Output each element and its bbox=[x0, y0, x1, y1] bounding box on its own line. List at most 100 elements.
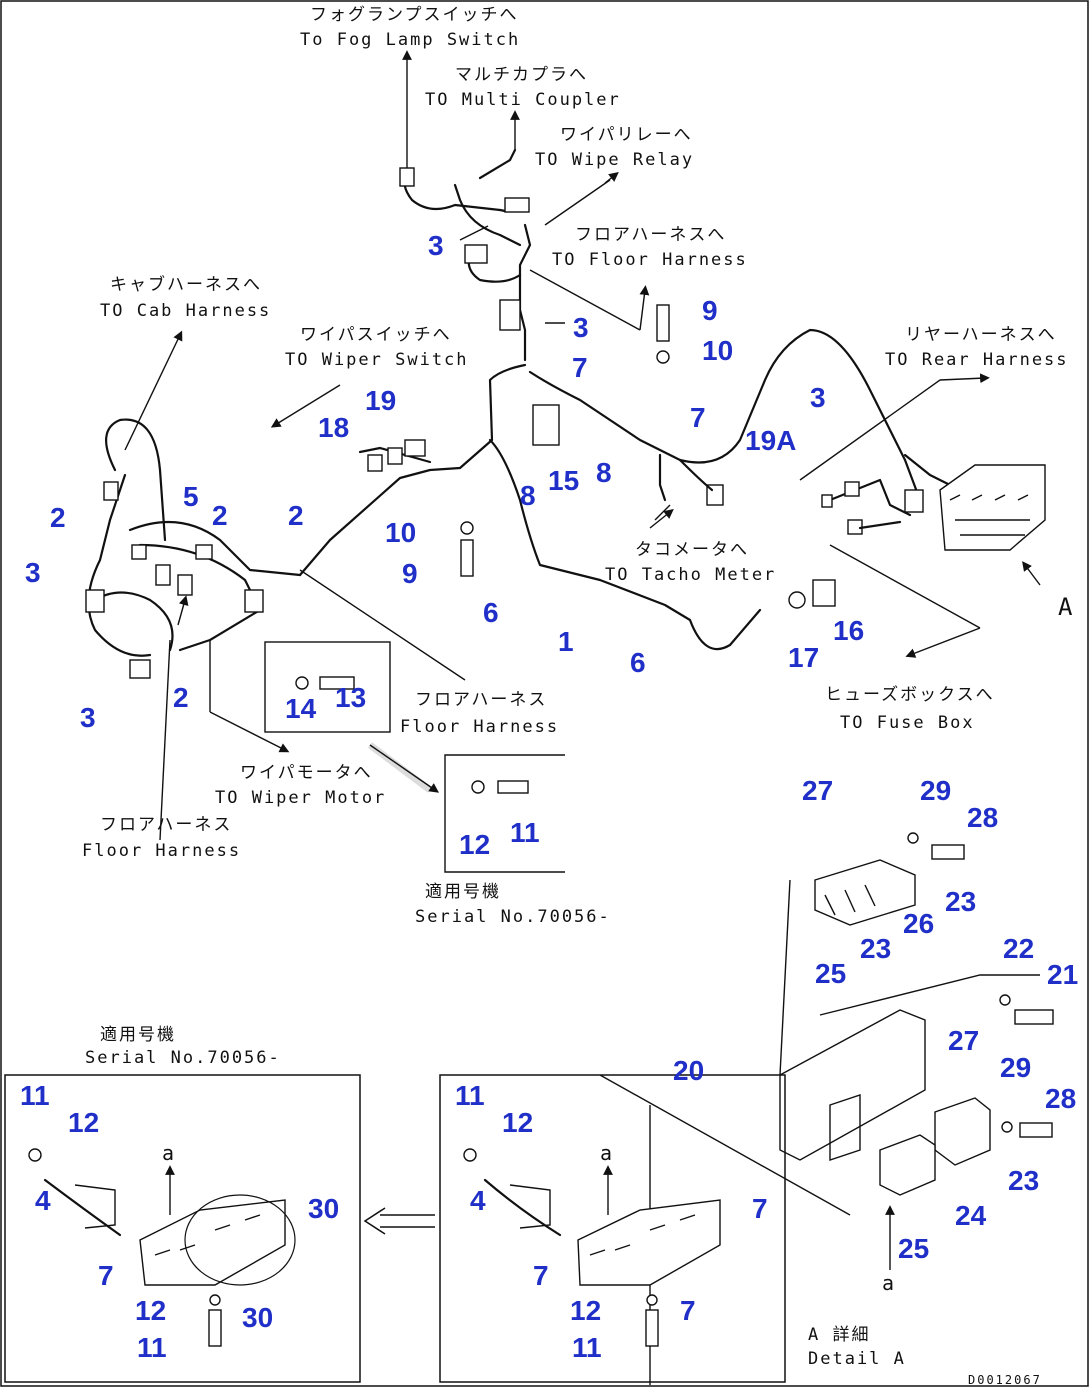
part-number: 17 bbox=[788, 642, 819, 673]
detail-box-11-12 bbox=[444, 754, 565, 873]
part-number: 20 bbox=[673, 1055, 704, 1086]
part-number: 18 bbox=[318, 412, 349, 443]
part-number: 12 bbox=[68, 1107, 99, 1138]
part-number: 7 bbox=[752, 1193, 768, 1224]
part-number: 3 bbox=[810, 382, 826, 413]
label-view-a: A bbox=[1058, 593, 1074, 621]
part-number: 19 bbox=[365, 385, 396, 416]
main-harness bbox=[298, 328, 1046, 658]
part-number: 2 bbox=[50, 502, 66, 533]
part-number: 4 bbox=[35, 1185, 51, 1216]
part-number: 7 bbox=[533, 1260, 549, 1291]
part-number: 16 bbox=[833, 615, 864, 646]
label-serial-left-jp: 適用号機 bbox=[100, 1025, 176, 1045]
label-tacho-en: TO Tacho Meter bbox=[605, 565, 776, 585]
label-floor-top-jp: フロアハーネスへ bbox=[575, 225, 726, 245]
part-number: 11 bbox=[510, 817, 540, 848]
label-a-left: a bbox=[162, 1141, 176, 1165]
part-number: 26 bbox=[903, 908, 934, 939]
part-number-callouts: 3 3 9 10 7 3 7 19A 18 19 15 8 8 2 5 2 2 … bbox=[20, 230, 1078, 1363]
drawing-code: D0012067 bbox=[968, 1373, 1042, 1387]
part-number: 2 bbox=[173, 682, 189, 713]
left-harness-cluster bbox=[85, 330, 466, 841]
label-rear-jp: リヤーハーネスへ bbox=[905, 325, 1057, 345]
part-number: 11 bbox=[137, 1332, 167, 1363]
label-wiper-relay-jp: ワイパリレーへ bbox=[560, 125, 693, 145]
label-serial-left-en: Serial No.70056- bbox=[85, 1048, 281, 1068]
label-multi-en: TO Multi Coupler bbox=[425, 90, 621, 110]
label-rear-en: TO Rear Harness bbox=[885, 350, 1069, 370]
part-number: 2 bbox=[288, 500, 304, 531]
part-number: 30 bbox=[242, 1302, 273, 1333]
part-number: 7 bbox=[690, 402, 706, 433]
part-number: 29 bbox=[920, 775, 951, 806]
label-fuse-en: TO Fuse Box bbox=[840, 713, 975, 733]
relay-bracket-assembly bbox=[599, 832, 1054, 1270]
detail-box-13-14 bbox=[264, 641, 391, 733]
label-cab-jp: キャブハーネスへ bbox=[110, 274, 262, 295]
part-number: 12 bbox=[135, 1295, 166, 1326]
part-number: 23 bbox=[945, 886, 976, 917]
label-a-right: a bbox=[882, 1271, 896, 1295]
middle-detail-box bbox=[439, 1074, 786, 1385]
part-number: 25 bbox=[815, 958, 846, 989]
part-number: 12 bbox=[502, 1107, 533, 1138]
label-a-mid: a bbox=[600, 1141, 614, 1165]
part-number: 3 bbox=[573, 312, 589, 343]
part-number: 12 bbox=[459, 829, 490, 860]
label-floor-top-en: TO Floor Harness bbox=[552, 250, 748, 270]
part-number: 15 bbox=[548, 465, 579, 496]
part-number: 21 bbox=[1047, 959, 1078, 990]
label-serial-mid-en: Serial No.70056- bbox=[415, 907, 611, 927]
part-number: 23 bbox=[1008, 1165, 1039, 1196]
part-number: 30 bbox=[308, 1193, 339, 1224]
upper-harness-branch bbox=[399, 50, 650, 362]
part-number: 8 bbox=[520, 480, 536, 511]
part-number: 3 bbox=[428, 230, 444, 261]
part-number: 3 bbox=[80, 702, 96, 733]
label-tacho-jp: タコメータへ bbox=[635, 540, 749, 560]
label-floor-mid-en: Floor Harness bbox=[400, 717, 559, 737]
part-number: 9 bbox=[402, 558, 418, 589]
label-wiper-motor-en: TO Wiper Motor bbox=[215, 788, 386, 808]
label-detail-en: Detail A bbox=[808, 1349, 906, 1369]
part-number: 4 bbox=[470, 1185, 486, 1216]
part-number: 10 bbox=[702, 335, 733, 366]
part-number: 28 bbox=[967, 802, 998, 833]
label-wiper-motor-jp: ワイパモータへ bbox=[240, 763, 373, 783]
label-floor-left-en: Floor Harness bbox=[82, 841, 241, 861]
part-number: 6 bbox=[483, 597, 499, 628]
part-number: 29 bbox=[1000, 1052, 1031, 1083]
label-wiper-relay-en: TO Wipe Relay bbox=[535, 150, 694, 170]
part-number: 25 bbox=[898, 1233, 929, 1264]
part-number: 1 bbox=[558, 626, 574, 657]
label-fuse-jp: ヒューズボックスへ bbox=[825, 685, 995, 705]
part-number: 13 bbox=[335, 682, 366, 713]
part-number: 28 bbox=[1045, 1083, 1076, 1114]
label-floor-mid-jp: フロアハーネス bbox=[415, 690, 547, 710]
part-number: 14 bbox=[285, 693, 317, 724]
part-number: 24 bbox=[955, 1200, 987, 1231]
label-fog-jp: フォグランプスイッチへ bbox=[310, 5, 519, 25]
part-number: 11 bbox=[20, 1080, 50, 1111]
part-number: 27 bbox=[802, 775, 833, 806]
part-number: 23 bbox=[860, 933, 891, 964]
label-fog-en: To Fog Lamp Switch bbox=[300, 30, 520, 50]
label-wiper-sw-en: TO Wiper Switch bbox=[285, 350, 469, 370]
part-number: 10 bbox=[385, 517, 416, 548]
label-serial-mid-jp: 適用号機 bbox=[425, 882, 501, 902]
label-wiper-sw-jp: ワイパスイッチへ bbox=[300, 325, 452, 345]
part-number: 12 bbox=[570, 1295, 601, 1326]
part-number: 7 bbox=[572, 352, 588, 383]
label-cab-en: TO Cab Harness bbox=[100, 301, 271, 321]
part-number: 19A bbox=[745, 425, 796, 456]
part-number: 7 bbox=[98, 1260, 114, 1291]
left-detail-box bbox=[4, 1074, 361, 1383]
label-floor-left-jp: フロアハーネス bbox=[100, 815, 232, 835]
part-number: 3 bbox=[25, 557, 41, 588]
part-number: 9 bbox=[702, 295, 718, 326]
part-number: 22 bbox=[1003, 933, 1034, 964]
part-number: 7 bbox=[680, 1295, 696, 1326]
